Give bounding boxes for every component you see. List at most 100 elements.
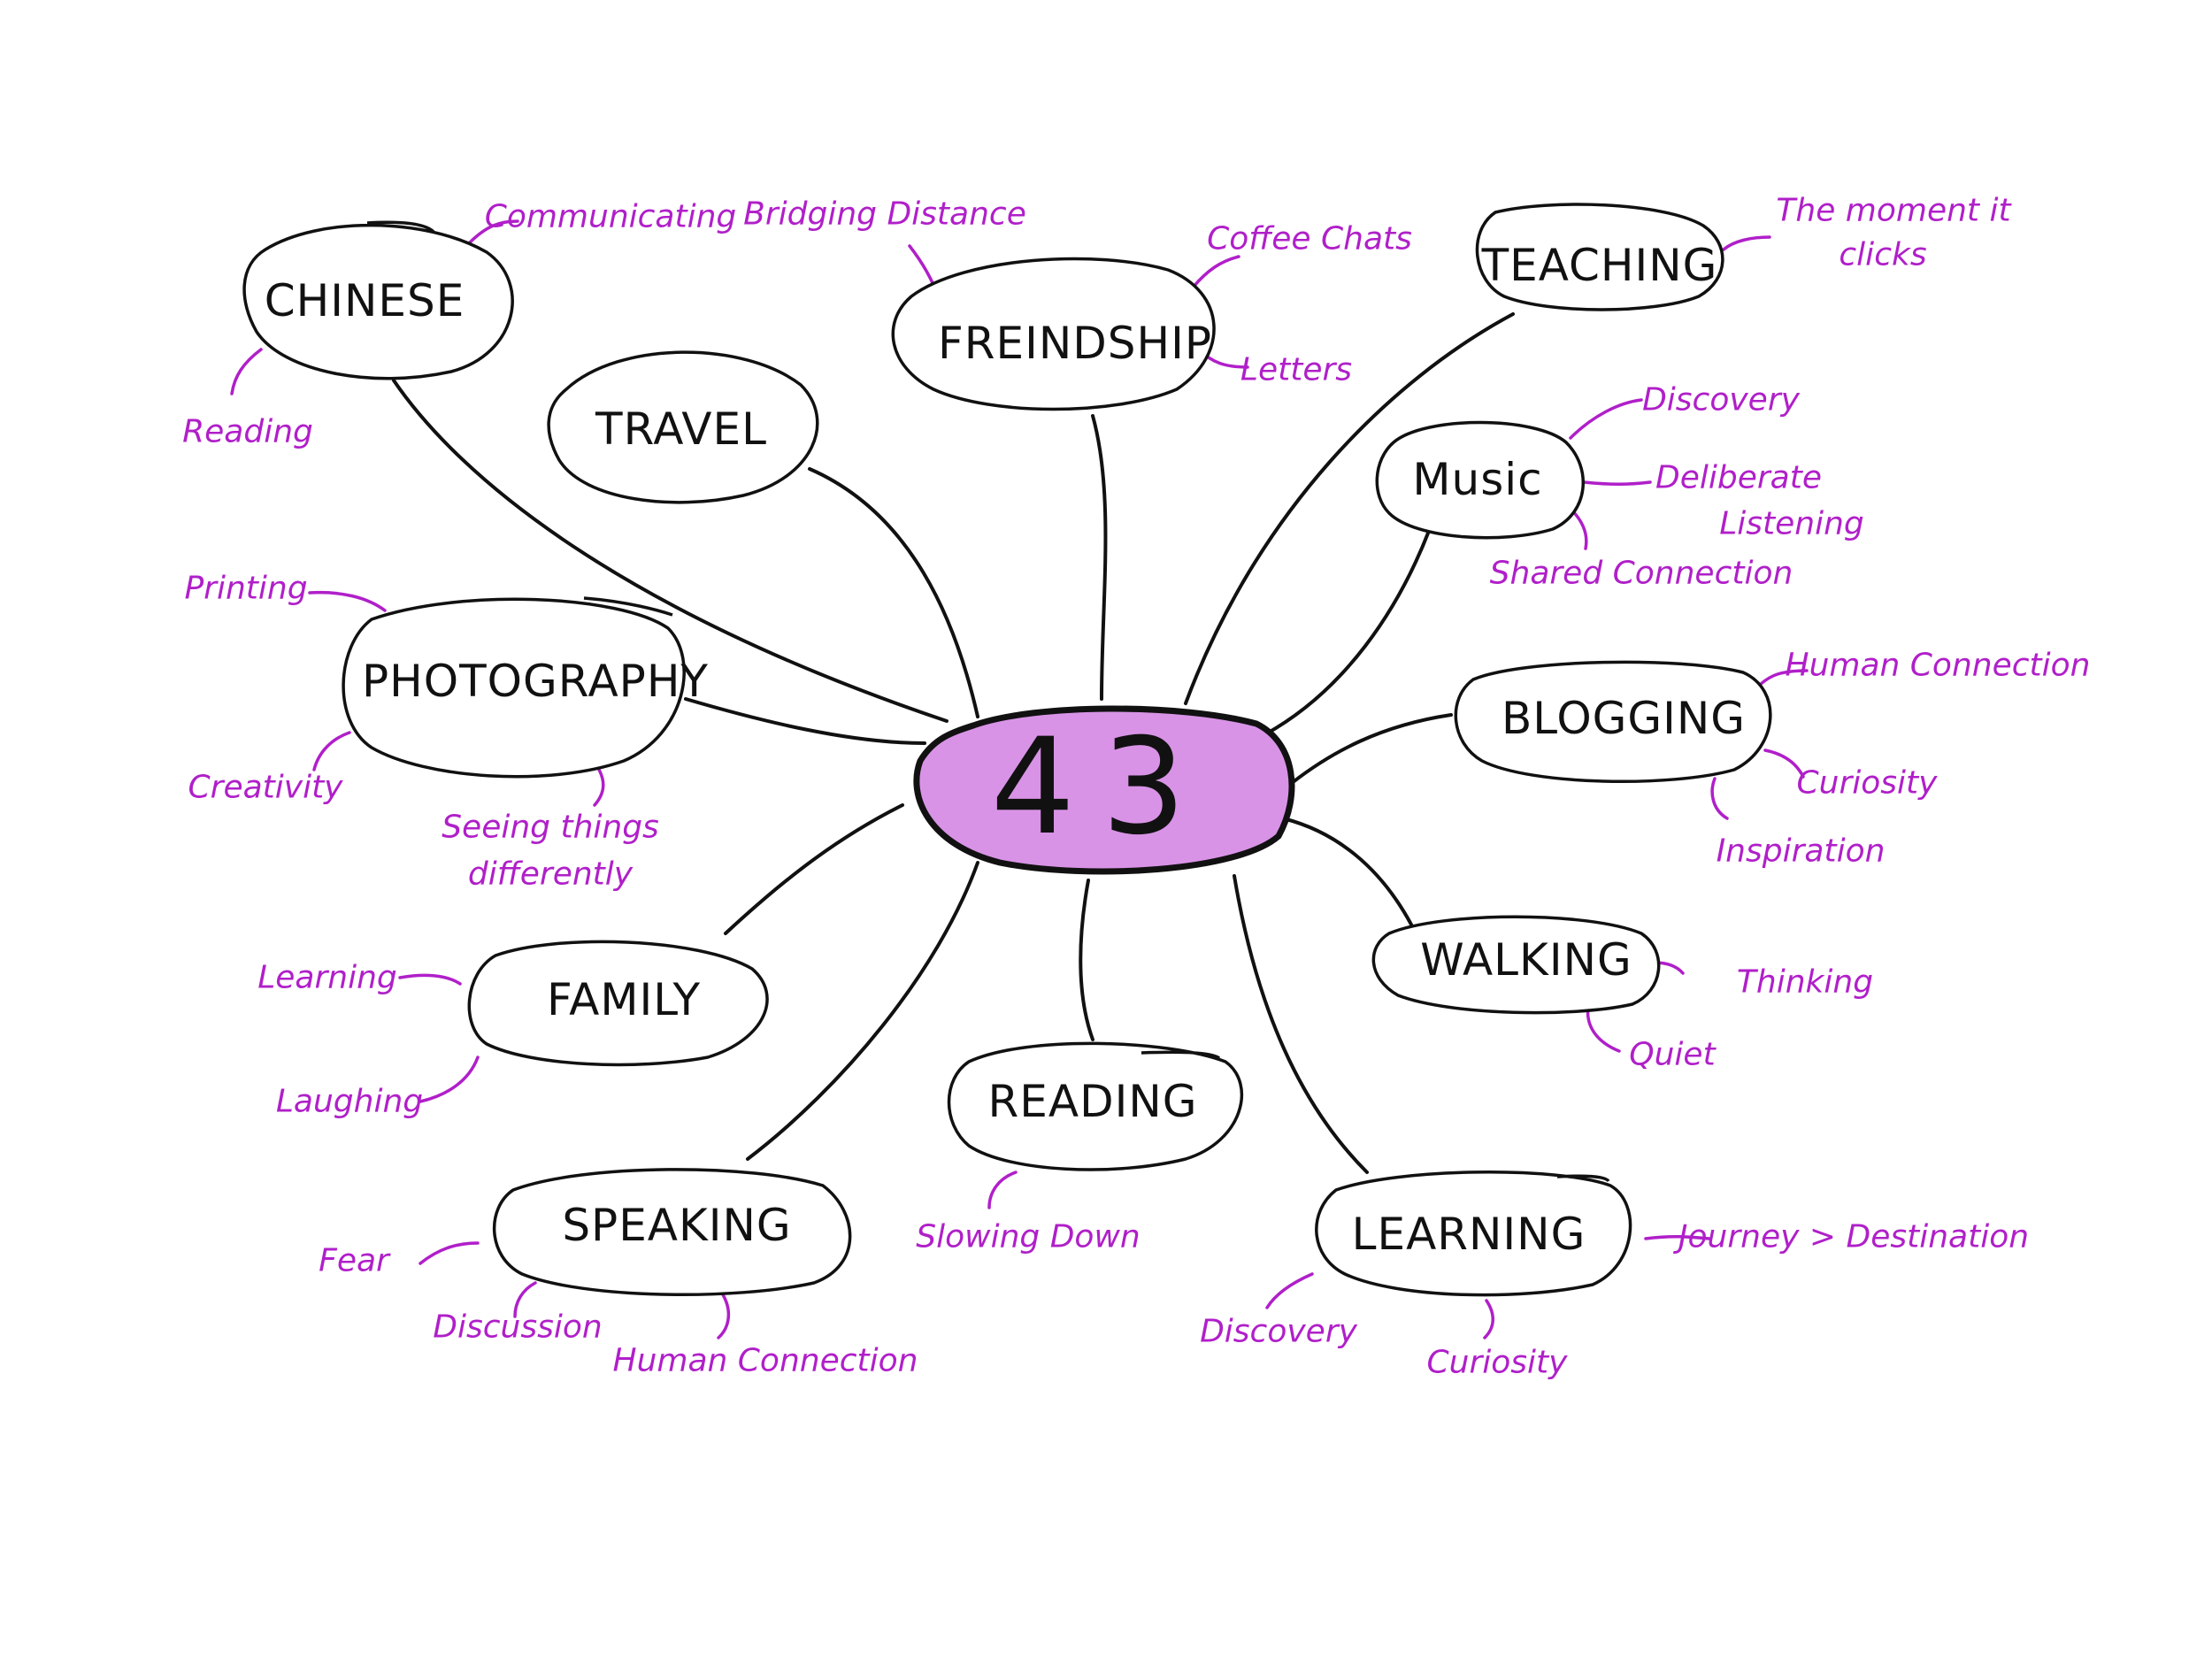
subconnector-family-learning	[398, 973, 462, 986]
sub-speaking-discussion: Discussion	[433, 1309, 602, 1346]
sub-learning-curiosity: Curiosity	[1427, 1345, 1569, 1381]
bubble-music	[1375, 420, 1586, 540]
topic-label-reading: READING	[988, 1076, 1198, 1127]
subconnector-discussion	[513, 1281, 537, 1318]
bubble-blogging	[1454, 660, 1772, 784]
subconnector-teaching	[1722, 235, 1771, 251]
sub-speaking-fear: Fear	[319, 1243, 391, 1279]
topic-label-freindship: FREINDSHIP	[938, 318, 1212, 369]
subconnector-communicating	[467, 219, 519, 245]
sub-speaking-human-connection: Human Connection	[613, 1343, 918, 1379]
sub-learning-discovery: Discovery	[1200, 1314, 1358, 1350]
subconnector-creativity	[312, 731, 351, 771]
sub-reading-slowing-down: Slowing Down	[916, 1219, 1140, 1255]
bubble-speaking	[493, 1168, 852, 1297]
connector-photography	[684, 697, 926, 745]
bubble-travel	[547, 350, 819, 504]
topic-travel: TRAVEL	[547, 350, 819, 504]
sub-walking-thinking: Thinking	[1737, 964, 1873, 1001]
bubble-chinese	[242, 220, 514, 380]
topic-blogging: BLOGGING	[1454, 660, 1772, 784]
topic-connectors	[392, 312, 1515, 1174]
sub-photography-seeing: Seeing things	[442, 810, 659, 846]
sub-blogging-curiosity: Curiosity	[1797, 765, 1939, 802]
bubble-reading	[947, 1041, 1244, 1171]
subtopic-labels: Communicating Reading Bridging Distance …	[182, 193, 2090, 1381]
bubble-walking	[1371, 915, 1661, 1015]
topic-label-walking: WALKING	[1420, 934, 1632, 986]
topic-label-photography: PHOTOGRAPHY	[362, 656, 709, 707]
sub-blogging-inspiration: Inspiration	[1717, 833, 1886, 870]
topic-label-blogging: BLOGGING	[1502, 693, 1746, 744]
topic-label-family: FAMILY	[547, 974, 701, 1025]
topic-music: Music	[1375, 420, 1586, 540]
center-node: 43	[913, 705, 1295, 875]
sub-walking-quiet: Quiet	[1629, 1037, 1717, 1073]
sub-chinese-reading: Reading	[182, 414, 313, 450]
sub-teaching-moment: The moment it	[1776, 193, 2012, 229]
subconnector-slowing	[987, 1171, 1018, 1209]
sub-teaching-clicks: clicks	[1839, 237, 1926, 273]
subconnector-quiet	[1586, 1005, 1621, 1053]
topic-speaking: SPEAKING	[493, 1168, 852, 1297]
sub-blogging-human-connection: Human Connection	[1786, 648, 2091, 684]
connector-travel	[808, 467, 979, 718]
topic-teaching: TEACHING	[1475, 203, 1724, 311]
sub-photography-creativity: Creativity	[188, 770, 344, 806]
subconnector-learning-curiosity	[1483, 1299, 1494, 1339]
sub-music-shared-connection: Shared Connection	[1490, 556, 1793, 592]
topic-walking: WALKING	[1371, 915, 1661, 1015]
sub-freindship-coffee-chats: Coffee Chats	[1207, 221, 1412, 257]
connector-freindship	[1091, 414, 1108, 701]
connector-music	[1263, 529, 1431, 736]
connector-reading	[1079, 879, 1094, 1041]
topic-learning: LEARNING	[1315, 1171, 1632, 1297]
sub-freindship-letters: Letters	[1240, 352, 1352, 388]
topic-freindship: FREINDSHIP	[891, 257, 1216, 411]
bubble-photography	[342, 596, 686, 779]
topic-family: FAMILY	[467, 940, 769, 1067]
center-label: 43	[991, 710, 1213, 864]
subconnector-journey	[1644, 1234, 1711, 1240]
subconnector-learning-discovery	[1265, 1272, 1314, 1309]
bubble-family	[467, 940, 769, 1067]
subconnector-deliberate	[1582, 480, 1652, 486]
sub-chinese-communicating: Communicating	[485, 199, 737, 235]
subconnector-printing	[308, 590, 387, 612]
connector-learning	[1233, 874, 1369, 1174]
subconnector-curiosity	[1763, 748, 1805, 779]
bubble-teaching	[1475, 203, 1724, 311]
sub-family-laughing: Laughing	[276, 1084, 423, 1120]
topic-reading: READING	[947, 1041, 1244, 1171]
subtopic-connectors	[230, 219, 1809, 1339]
subconnector-inspiration	[1710, 777, 1729, 820]
subconnector-discovery	[1569, 398, 1643, 440]
topic-label-speaking: SPEAKING	[562, 1200, 791, 1251]
topic-label-travel: TRAVEL	[595, 403, 767, 455]
bubble-freindship	[891, 257, 1216, 411]
sub-photography-differently: differently	[468, 856, 634, 893]
sub-learning-journey: Journey > Destination	[1673, 1219, 2029, 1255]
connector-teaching	[1184, 312, 1515, 705]
topic-label-learning: LEARNING	[1352, 1209, 1586, 1260]
connector-family	[724, 803, 904, 935]
connector-blogging	[1290, 713, 1453, 785]
connector-speaking	[746, 861, 979, 1161]
topic-label-teaching: TEACHING	[1481, 240, 1718, 291]
connector-walking	[1281, 817, 1413, 926]
subconnector-speaking-human	[717, 1290, 730, 1339]
sub-family-learning: Learning	[257, 960, 397, 996]
subconnector-fear	[419, 1241, 480, 1265]
topic-photography: PHOTOGRAPHY	[342, 596, 709, 779]
sub-freindship-bridging-distance: Bridging Distance	[743, 196, 1026, 233]
subconnector-coffee	[1191, 255, 1240, 289]
connector-chinese	[392, 379, 949, 723]
topic-chinese: CHINESE	[242, 220, 514, 380]
subconnector-chinese-reading	[230, 348, 263, 395]
subconnector-laughing	[419, 1055, 480, 1103]
sub-music-deliberate: Deliberate	[1655, 460, 1822, 496]
sub-music-listening: Listening	[1719, 506, 1864, 542]
sub-photography-printing: Printing	[184, 571, 307, 607]
sub-music-discovery: Discovery	[1642, 382, 1801, 418]
